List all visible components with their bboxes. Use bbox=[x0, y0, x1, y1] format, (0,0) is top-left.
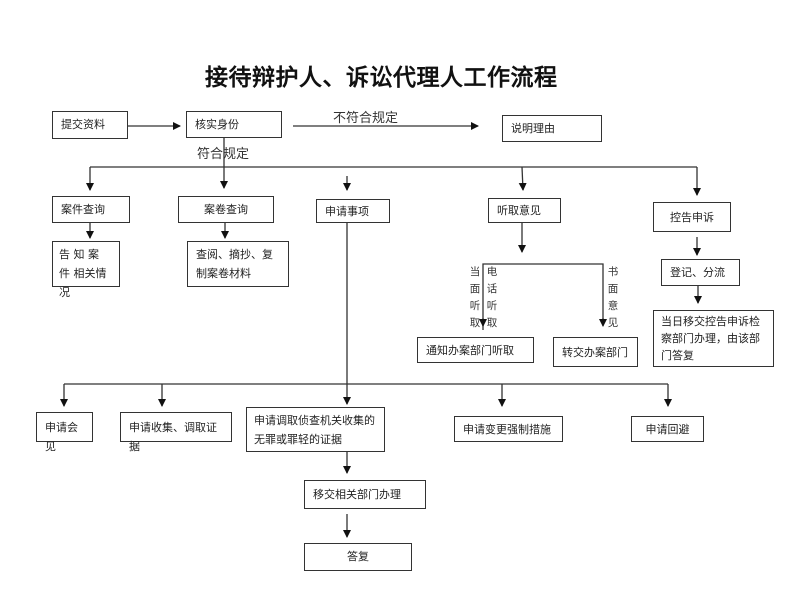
label-compliant: 符合规定 bbox=[197, 147, 250, 162]
node-apply-collect: 申请收集、调取证据 bbox=[120, 412, 232, 453]
node-complaint-result: 当日移交控告申诉检察部门办理，由该部门答复 bbox=[653, 310, 774, 367]
node-case-query-result: 告 知 案 件 相关情况 bbox=[52, 241, 120, 299]
node-file-query: 案卷查询 bbox=[178, 196, 274, 223]
page-title: 接待辩护人、诉讼代理人工作流程 bbox=[205, 64, 558, 91]
label-not-compliant: 不符合规定 bbox=[333, 111, 399, 126]
node-notify-hear: 通知办案部门听取 bbox=[417, 337, 534, 363]
label-written: 书面意见 bbox=[607, 266, 619, 329]
node-hear: 听取意见 bbox=[488, 198, 561, 223]
node-apply-meet: 申请会见 bbox=[36, 412, 93, 453]
node-transfer-dept: 移交相关部门办理 bbox=[304, 480, 426, 509]
node-case-query: 案件查询 bbox=[52, 196, 130, 223]
label-in-person: 当面听取 bbox=[469, 266, 481, 329]
node-submit: 提交资料 bbox=[52, 111, 128, 139]
node-transfer: 转交办案部门 bbox=[553, 337, 638, 367]
node-apply: 申请事项 bbox=[316, 199, 390, 223]
label-by-phone: 电话听取 bbox=[486, 266, 498, 329]
arrow-hear bbox=[518, 166, 527, 191]
node-apply-obtain: 申请调取侦查机关收集的无罪或罪轻的证据 bbox=[246, 407, 385, 452]
node-reply: 答复 bbox=[304, 543, 412, 571]
node-file-query-result: 查阅、摘抄、复制案卷材料 bbox=[187, 241, 289, 287]
node-complaint: 控告申诉 bbox=[653, 202, 731, 232]
node-verify: 核实身份 bbox=[186, 111, 282, 138]
hear-split bbox=[482, 263, 604, 330]
node-apply-recuse: 申请回避 bbox=[631, 416, 704, 442]
node-apply-change: 申请变更强制措施 bbox=[454, 416, 563, 442]
node-explain: 说明理由 bbox=[502, 115, 602, 142]
node-register: 登记、分流 bbox=[661, 259, 740, 286]
